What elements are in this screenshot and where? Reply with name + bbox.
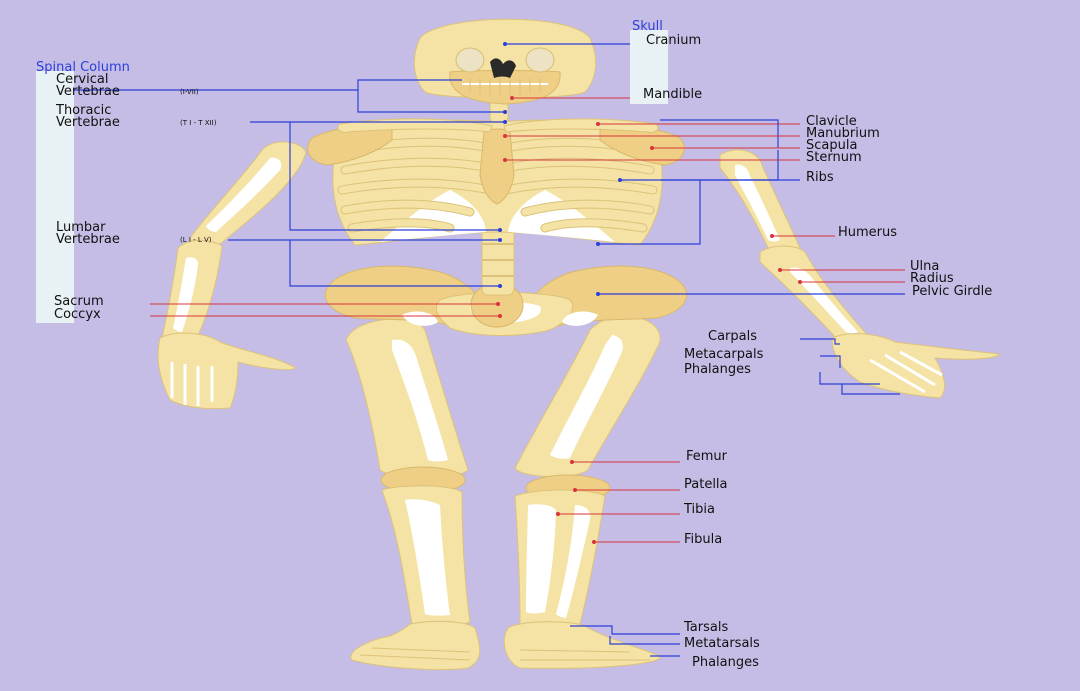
label-cervical-sub: (I-VII): [180, 88, 199, 96]
label-cervical-2: Vertebrae: [56, 84, 120, 99]
spinal-column-bracket: [36, 71, 74, 323]
right-leg: [503, 315, 661, 669]
label-thoracic-1: Thoracic: [55, 103, 111, 118]
right-eye-socket: [525, 47, 555, 73]
left-arm: [157, 141, 307, 410]
skull: [413, 18, 597, 105]
label-sternum: Sternum: [806, 150, 862, 165]
label-fibula: Fibula: [684, 532, 722, 547]
label-cranium: Cranium: [646, 33, 701, 48]
skull-bracket: [630, 30, 668, 104]
label-humerus: Humerus: [838, 225, 897, 240]
label-lumbar-sub: (L I - L V): [180, 236, 212, 244]
label-clavicle: Clavicle: [806, 114, 857, 129]
leader-lines: [74, 42, 905, 657]
label-phalanges-hand: Phalanges: [684, 362, 751, 377]
labels: Skull Cranium Mandible Spinal Column Cer…: [36, 19, 992, 670]
nasal-cavity: [490, 58, 516, 78]
label-mandible: Mandible: [643, 87, 702, 102]
label-thoracic-sub: (T I - T XII): [180, 119, 217, 127]
label-cervical-1: Cervical: [56, 72, 108, 87]
label-coccyx: Coccyx: [54, 307, 101, 322]
label-scapula: Scapula: [806, 138, 857, 153]
label-lumbar-2: Vertebrae: [56, 232, 120, 247]
label-manubrium: Manubrium: [806, 126, 880, 141]
label-metatarsals: Metatarsals: [684, 636, 760, 651]
label-ribs: Ribs: [806, 170, 834, 185]
skeleton: [157, 18, 1001, 671]
group-label-skull: Skull: [632, 19, 663, 34]
label-patella: Patella: [684, 477, 728, 492]
label-tarsals: Tarsals: [683, 620, 728, 635]
label-phalanges-foot: Phalanges: [692, 655, 759, 670]
label-radius: Radius: [910, 271, 954, 286]
label-ulna: Ulna: [910, 259, 939, 274]
left-eye-socket: [455, 47, 485, 73]
label-lumbar-1: Lumbar: [56, 220, 106, 235]
ribcage: [307, 118, 685, 246]
label-tibia: Tibia: [683, 502, 715, 517]
label-metacarpals: Metacarpals: [684, 347, 764, 362]
label-pelvic-girdle: Pelvic Girdle: [912, 284, 992, 299]
label-femur: Femur: [686, 449, 728, 464]
group-label-spinal-column: Spinal Column: [36, 60, 130, 75]
left-leg: [345, 318, 481, 671]
label-thoracic-2: Vertebrae: [56, 115, 120, 130]
label-sacrum: Sacrum: [54, 294, 104, 309]
label-carpals: Carpals: [708, 329, 757, 344]
